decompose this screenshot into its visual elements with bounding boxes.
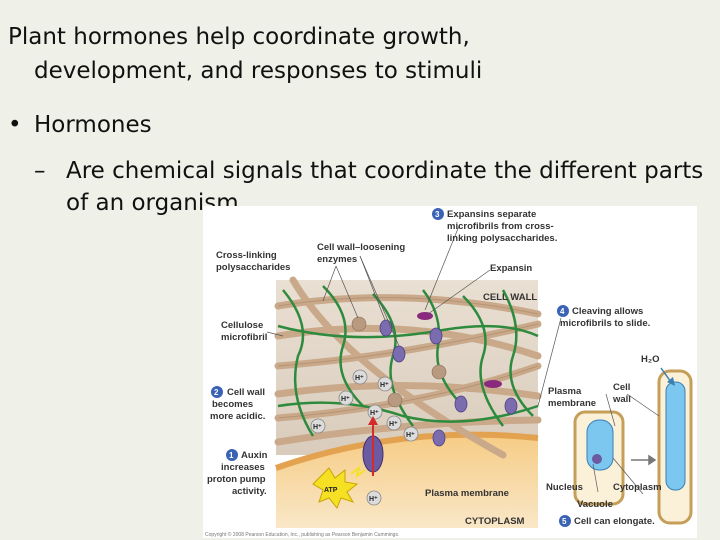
step2-line3: more acidic. [210, 411, 265, 422]
crosslink-label-2: polysaccharides [216, 262, 290, 273]
svg-text:H⁺: H⁺ [389, 421, 398, 428]
heading-line-1: Plant hormones help coordinate growth, [8, 24, 470, 50]
expansin-proteins [417, 312, 502, 388]
sub-bullet-line-1: –Are chemical signals that coordinate th… [34, 156, 703, 186]
sub-bullet-text-1: Are chemical signals that coordinate the… [66, 158, 704, 184]
bullet-hormones: • Hormones [8, 110, 152, 140]
cytoplasm-label: Cytoplasm [613, 482, 662, 493]
proton-ions: H⁺ H⁺ H⁺ H⁺ H⁺ H⁺ H⁺ H⁺ [310, 369, 419, 506]
bullet-text: Hormones [34, 112, 152, 138]
cytoplasm-caps-label: CYTOPLASM [465, 516, 525, 527]
cell-wall-right-1: Cell [613, 382, 630, 393]
proton-pump [362, 416, 384, 476]
expansin-label: Expansin [490, 263, 532, 274]
cellulose-label-1: Cellulose [221, 320, 263, 331]
step2-number: 2 [214, 388, 219, 397]
svg-text:H⁺: H⁺ [380, 382, 389, 389]
svg-text:H⁺: H⁺ [406, 432, 415, 439]
copyright-text: Copyright © 2008 Pearson Education, Inc.… [205, 531, 399, 538]
plasma-membrane [275, 431, 539, 471]
step2-line1: Cell wall [227, 387, 265, 398]
cellulose-label-2: microfibril [221, 332, 267, 343]
svg-text:H⁺: H⁺ [341, 396, 350, 403]
plasma-membrane-right-1: Plasma [548, 386, 582, 397]
step3-number: 3 [435, 210, 440, 219]
step1-line4: activity. [232, 486, 267, 497]
step4-line2: microfibrils to slide. [560, 318, 650, 329]
sub-bullet-dash: – [34, 158, 46, 184]
cell-wall-diagram: H⁺ H⁺ H⁺ H⁺ H⁺ H⁺ H⁺ H⁺ ATP [205, 208, 693, 538]
h2o-label: H₂O [641, 354, 659, 365]
step4-line1: Cleaving allows [572, 306, 643, 317]
loosening-enzymes [379, 319, 518, 447]
cell-wall-right-2: wall [612, 394, 631, 405]
elongation-arrow [631, 454, 657, 466]
atp-burst: ATP [312, 465, 366, 509]
cytoplasm-region [276, 434, 538, 528]
step3-line1: Expansins separate [447, 209, 536, 220]
leader-lines [266, 225, 660, 495]
small-cell [573, 410, 625, 506]
elongated-cell [657, 369, 693, 525]
microfibril-knots [351, 316, 447, 408]
step1-number: 1 [229, 451, 234, 460]
step5-text: Cell can elongate. [574, 516, 655, 527]
cell-wall-caps-label: CELL WALL [483, 292, 537, 303]
bullet-symbol: • [8, 112, 22, 138]
step5-number: 5 [562, 517, 567, 526]
step1-line3: proton pump [207, 474, 266, 485]
figure-labels: 3 Expansins separate microfibrils from c… [205, 208, 662, 538]
cell-wall-figure: H⁺ H⁺ H⁺ H⁺ H⁺ H⁺ H⁺ H⁺ ATP [203, 206, 697, 538]
vacuole-label: Vacuole [577, 499, 613, 510]
step4-number: 4 [560, 307, 565, 316]
step1-line2: increases [221, 462, 265, 473]
svg-text:H⁺: H⁺ [313, 424, 322, 431]
heading-line-2: development, and responses to stimuli [34, 58, 483, 84]
enzymes-label-1: Cell wall–loosening [317, 242, 405, 253]
svg-text:H⁺: H⁺ [369, 496, 378, 503]
svg-text:ATP: ATP [324, 487, 338, 494]
crosslink-label-1: Cross-linking [216, 250, 277, 261]
step3-line3: linking polysaccharides. [447, 233, 557, 244]
water-arrow [660, 367, 675, 386]
nucleus-label: Nucleus [546, 482, 583, 493]
plasma-membrane-right-2: membrane [548, 398, 596, 409]
plasma-membrane-bottom-label: Plasma membrane [425, 488, 509, 499]
step1-line1: Auxin [241, 450, 268, 461]
enzymes-label-2: enzymes [317, 254, 357, 265]
svg-text:H⁺: H⁺ [355, 375, 364, 382]
svg-text:H⁺: H⁺ [370, 410, 379, 417]
step3-line2: microfibrils from cross- [447, 221, 554, 232]
step2-line2: becomes [212, 399, 253, 410]
